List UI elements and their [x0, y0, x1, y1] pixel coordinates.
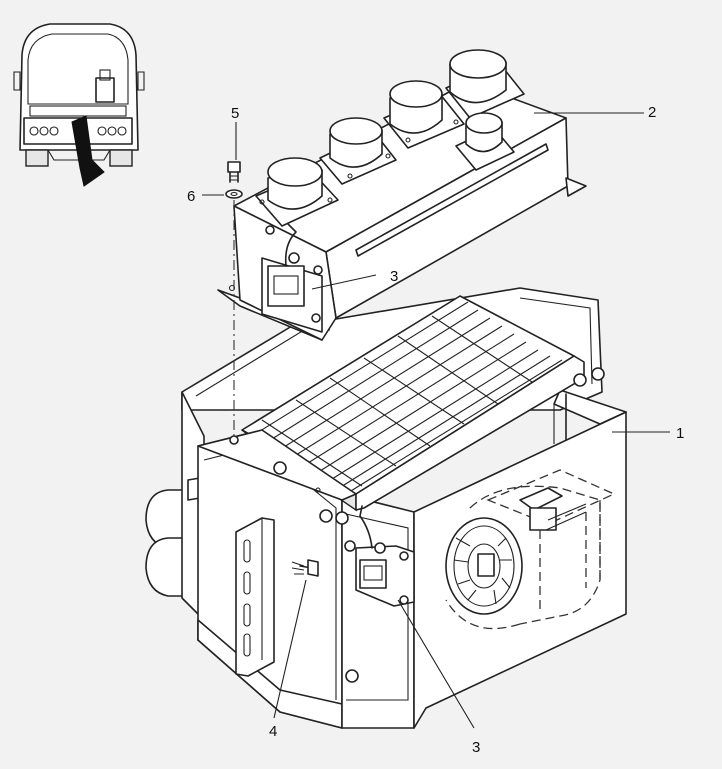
slotted-bracket: [235, 517, 275, 677]
screw-part-4: [291, 559, 319, 577]
blower-fan: [445, 469, 616, 630]
leader-lines: [202, 112, 670, 729]
callout-3-top: 3: [390, 268, 398, 285]
air-outlet-ducts: [255, 49, 525, 227]
callout-4: 4: [269, 723, 277, 740]
callout-3-bottom: 3: [472, 739, 480, 756]
callout-1: 1: [676, 425, 684, 442]
thermostat-switch-lower: [355, 505, 415, 607]
location-arrow-icon: [71, 115, 105, 187]
bolt-part-5: [227, 161, 241, 183]
callout-6: 6: [187, 188, 195, 205]
bus-location-inset: [13, 23, 145, 187]
heater-unit-part-1: [145, 287, 627, 729]
distribution-box-part-2: [217, 49, 587, 341]
thermostat-switch-upper: [261, 223, 323, 333]
callout-5: 5: [231, 105, 239, 122]
callout-2: 2: [648, 104, 656, 121]
washer-part-6: [225, 189, 243, 199]
